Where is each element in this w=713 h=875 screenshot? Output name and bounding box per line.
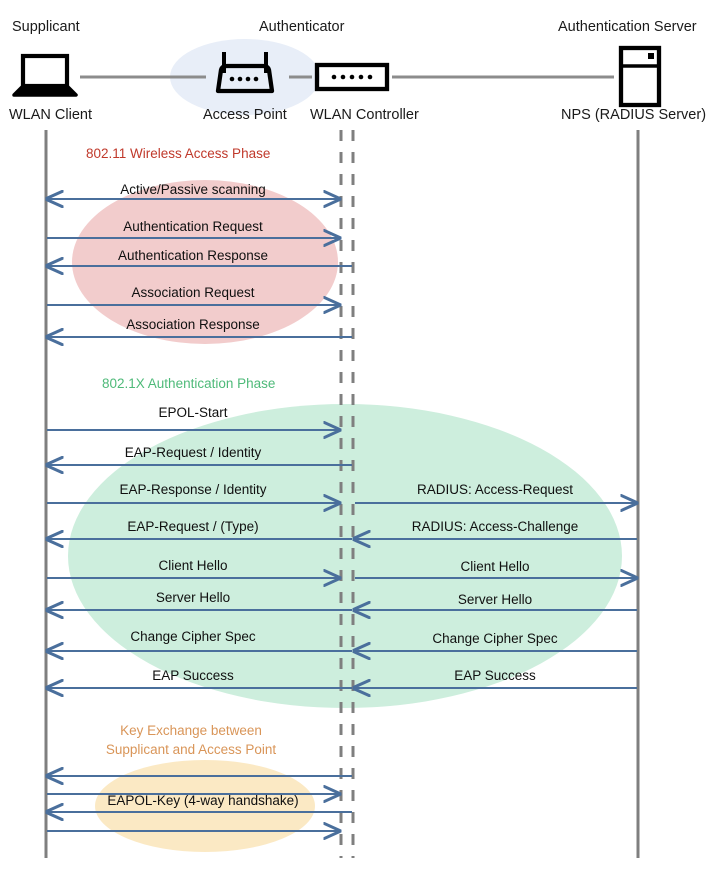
message-label-association-request: Association Request [131, 285, 255, 300]
phase-ellipse-key-exchange [95, 760, 315, 852]
actor-role-supplicant: Supplicant [12, 19, 80, 35]
actor-name-wlan-controller: WLAN Controller [310, 107, 419, 123]
phase-label-key-exchange-line2: Supplicant and Access Point [105, 742, 277, 757]
actor-name-wlan-client: WLAN Client [9, 107, 92, 123]
phase-label-dot1x: 802.1X Authentication Phase [102, 376, 276, 391]
phase-label-key-exchange-line1: Key Exchange between [120, 723, 262, 738]
message-label-client-hello-left: Client Hello [158, 558, 228, 573]
message-label-eap-success-right: EAP Success [454, 668, 536, 683]
authenticator-highlight-ellipse [170, 39, 320, 115]
message-label-eapol-key-handshake: EAPOL-Key (4-way handshake) [107, 793, 299, 808]
message-label-client-hello-right: Client Hello [460, 559, 530, 574]
message-label-radius-access-request: RADIUS: Access-Request [416, 482, 574, 497]
message-label-authentication-response: Authentication Response [117, 248, 269, 263]
message-label-server-hello-left: Server Hello [155, 590, 231, 605]
message-label-eap-response-identity: EAP-Response / Identity [119, 482, 267, 497]
message-label-change-cipher-spec-left: Change Cipher Spec [130, 629, 256, 644]
actor-role-auth-server: Authentication Server [558, 19, 697, 35]
message-arrows-dot1x [47, 430, 637, 688]
message-arrows-wireless-access [47, 199, 352, 337]
actor-name-access-point: Access Point [203, 107, 287, 123]
phase-ellipse-dot1x [68, 404, 622, 708]
message-label-authentication-request: Authentication Request [123, 219, 263, 234]
actor-name-nps-radius-server: NPS (RADIUS Server) [561, 107, 707, 123]
message-label-eap-request-identity: EAP-Request / Identity [124, 445, 262, 460]
message-label-association-response: Association Response [126, 317, 260, 332]
message-label-server-hello-right: Server Hello [457, 592, 533, 607]
message-label-active-passive-scanning: Active/Passive scanning [120, 182, 266, 197]
message-label-eap-request-type: EAP-Request / (Type) [127, 519, 259, 534]
message-label-eap-success-left: EAP Success [152, 668, 234, 683]
phase-label-wireless-access: 802.11 Wireless Access Phase [86, 146, 271, 161]
access-point-icon [215, 52, 275, 94]
wlan-controller-icon [314, 62, 390, 92]
laptop-icon [12, 53, 78, 97]
message-label-change-cipher-spec-right: Change Cipher Spec [432, 631, 558, 646]
phase-ellipse-wireless-access [72, 180, 338, 344]
message-arrows-key-exchange [47, 776, 352, 831]
actor-role-authenticator: Authenticator [259, 19, 345, 35]
message-label-radius-access-challenge: RADIUS: Access-Challenge [411, 519, 579, 534]
server-icon [618, 45, 662, 108]
message-label-eapol-start: EPOL-Start [158, 405, 228, 420]
